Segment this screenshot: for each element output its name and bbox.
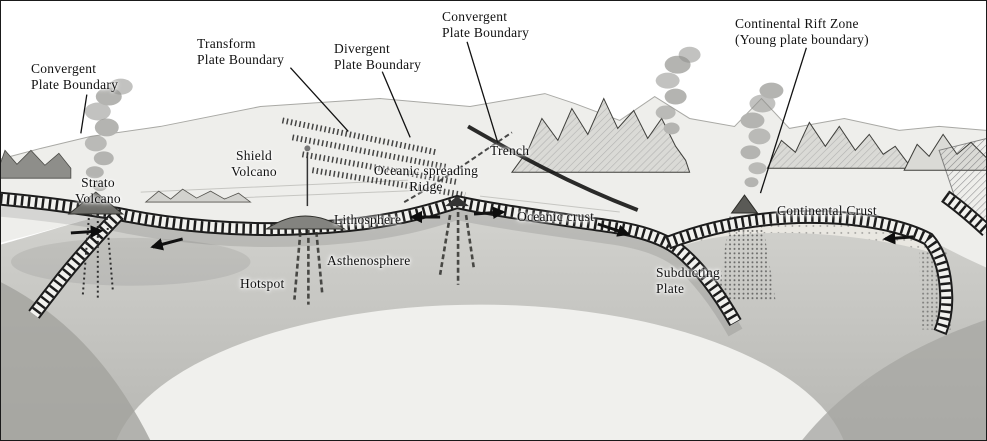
right-cliff [938,138,986,232]
label-continental-crust: Continental Crust [777,203,877,218]
shield-volcano-mound [264,215,346,230]
label-convergent-left: Convergent Plate Boundary [31,61,119,93]
left-corner-peaks [1,149,72,179]
label-subducting-plate: Subducting Plate [656,265,721,297]
ridge-peak [445,196,470,207]
label-spreading-ridge: Oceanic spreading Ridge [373,163,479,195]
label-asthenosphere: Asthenosphere [327,253,411,268]
mountain-ranges [1,97,986,232]
strato-volcano-cone [67,191,125,215]
strato-smoke [84,78,133,192]
ridge-crest [403,131,513,203]
arc-volcano-smoke [655,46,701,135]
seafloor-features [281,117,639,212]
rift-smoke [740,82,784,188]
label-trench: Trench [490,143,530,158]
mantle-asthenosphere [1,202,986,440]
rift-magma-zone [717,216,776,300]
smoke-plumes [84,46,784,192]
label-shield-volcano: Shield Volcano [231,148,277,180]
hotspot-plume [293,229,324,305]
small-hills [144,188,252,203]
plate-motion-arrows [70,206,914,251]
label-lithosphere: Lithosphere [334,212,402,227]
ridge-upwelling [438,212,476,285]
label-oceanic-crust: Oceanic crust [517,209,595,224]
trench-line [467,124,639,212]
label-convergent-center: Convergent Plate Boundary [442,9,530,41]
volcanoes [67,145,759,305]
label-hotspot: Hotspot [240,276,285,291]
label-divergent: Divergent Plate Boundary [334,41,422,73]
label-rift-zone: Continental Rift Zone (Young plate bound… [735,16,869,48]
label-strato-volcano: Strato Volcano [75,175,121,207]
label-transform: Transform Plate Boundary [197,36,285,68]
rift-volcano-cone [730,194,759,214]
leader-lines [80,41,807,194]
